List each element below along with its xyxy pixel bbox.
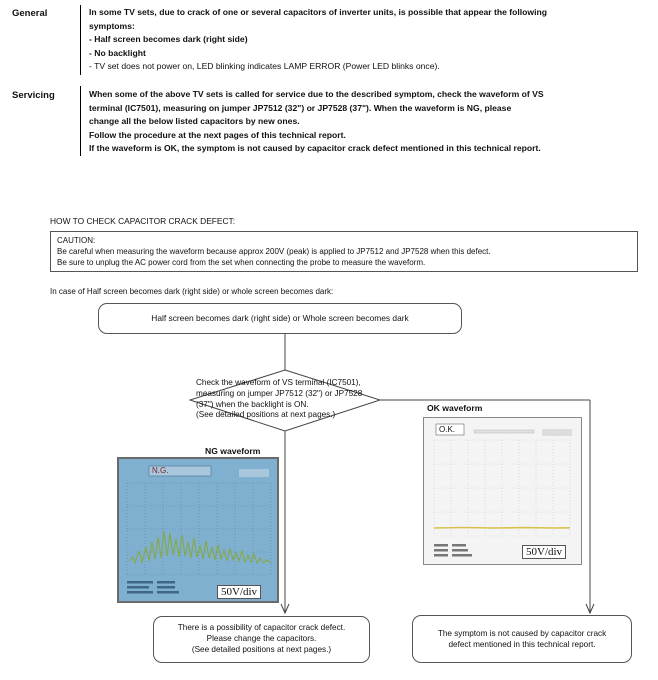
start-text: Half screen becomes dark (right side) or… (151, 313, 409, 323)
general-line-3: - Half screen becomes dark (right side) (89, 34, 248, 45)
general-line-4: - No backlight (89, 47, 146, 58)
ng-result-line-2: Please change the capacitors. (206, 634, 317, 643)
servicing-line-3: change all the below listed capacitors b… (89, 116, 300, 127)
case-text: In case of Half screen becomes dark (rig… (50, 287, 334, 296)
ok-scale: 50V/div (522, 545, 567, 559)
caution-line-1: Be careful when measuring the waveform b… (57, 247, 491, 256)
general-text: In some TV sets, due to crack of one or … (89, 6, 547, 74)
servicing-divider (80, 86, 81, 156)
ng-tag: N.G. (152, 466, 169, 475)
ok-waveform-screen: O.K. 50V/div (423, 417, 582, 565)
ok-result-line-1: The symptom is not caused by capacitor c… (437, 629, 607, 638)
general-line-1: In some TV sets, due to crack of one or … (89, 7, 547, 17)
decision-text: Check the waveform of VS terminal (IC750… (196, 378, 362, 421)
ng-scale: 50V/div (217, 585, 262, 599)
ng-waveform-plot (119, 459, 277, 601)
ng-result-line-3: (See detailed positions at next pages.) (191, 645, 332, 654)
servicing-label: Servicing (12, 90, 55, 101)
ok-result-box: The symptom is not caused by capacitor c… (412, 615, 632, 663)
how-to-heading: HOW TO CHECK CAPACITOR CRACK DEFECT: (50, 216, 236, 226)
servicing-line-2: terminal (IC7501), measuring on jumper J… (89, 102, 512, 113)
decision-line-1: Check the waveform of VS terminal (IC750… (196, 378, 361, 387)
servicing-text: When some of the above TV sets is called… (89, 88, 544, 156)
general-label: General (12, 8, 48, 19)
decision-diamond (188, 369, 382, 432)
servicing-line-4: Follow the procedure at the next pages o… (89, 129, 346, 140)
servicing-line-5: If the waveform is OK, the symptom is no… (89, 143, 541, 154)
decision-line-2: measuring on jumper JP7512 (32") or JP75… (196, 388, 363, 398)
ok-result-line-2: defect mentioned in this technical repor… (448, 640, 596, 649)
caution-box: CAUTION: Be careful when measuring the w… (50, 231, 638, 272)
ng-result-line-1: There is a possibility of capacitor crac… (177, 623, 346, 632)
servicing-line-1: When some of the above TV sets is called… (89, 89, 544, 99)
decision-line-3: (37") when the backlight is ON. (196, 399, 309, 409)
general-line-5: - TV set does not power on, LED blinking… (89, 61, 440, 72)
ng-waveform-label: NG waveform (205, 446, 261, 456)
ok-waveform-plot (424, 418, 581, 564)
start-box: Half screen becomes dark (right side) or… (98, 303, 462, 334)
ng-waveform-screen: N.G. 50V/div (117, 457, 279, 603)
ok-waveform-label: OK waveform (427, 403, 483, 413)
general-divider (80, 5, 81, 75)
ng-result-box: There is a possibility of capacitor crac… (153, 616, 370, 663)
general-line-2: symptoms: (89, 20, 135, 31)
caution-title: CAUTION: (57, 236, 96, 245)
decision-line-4: (See detailed positions at next pages.) (196, 410, 336, 420)
caution-line-2: Be sure to unplug the AC power cord from… (57, 258, 426, 267)
ok-tag: O.K. (439, 425, 456, 434)
